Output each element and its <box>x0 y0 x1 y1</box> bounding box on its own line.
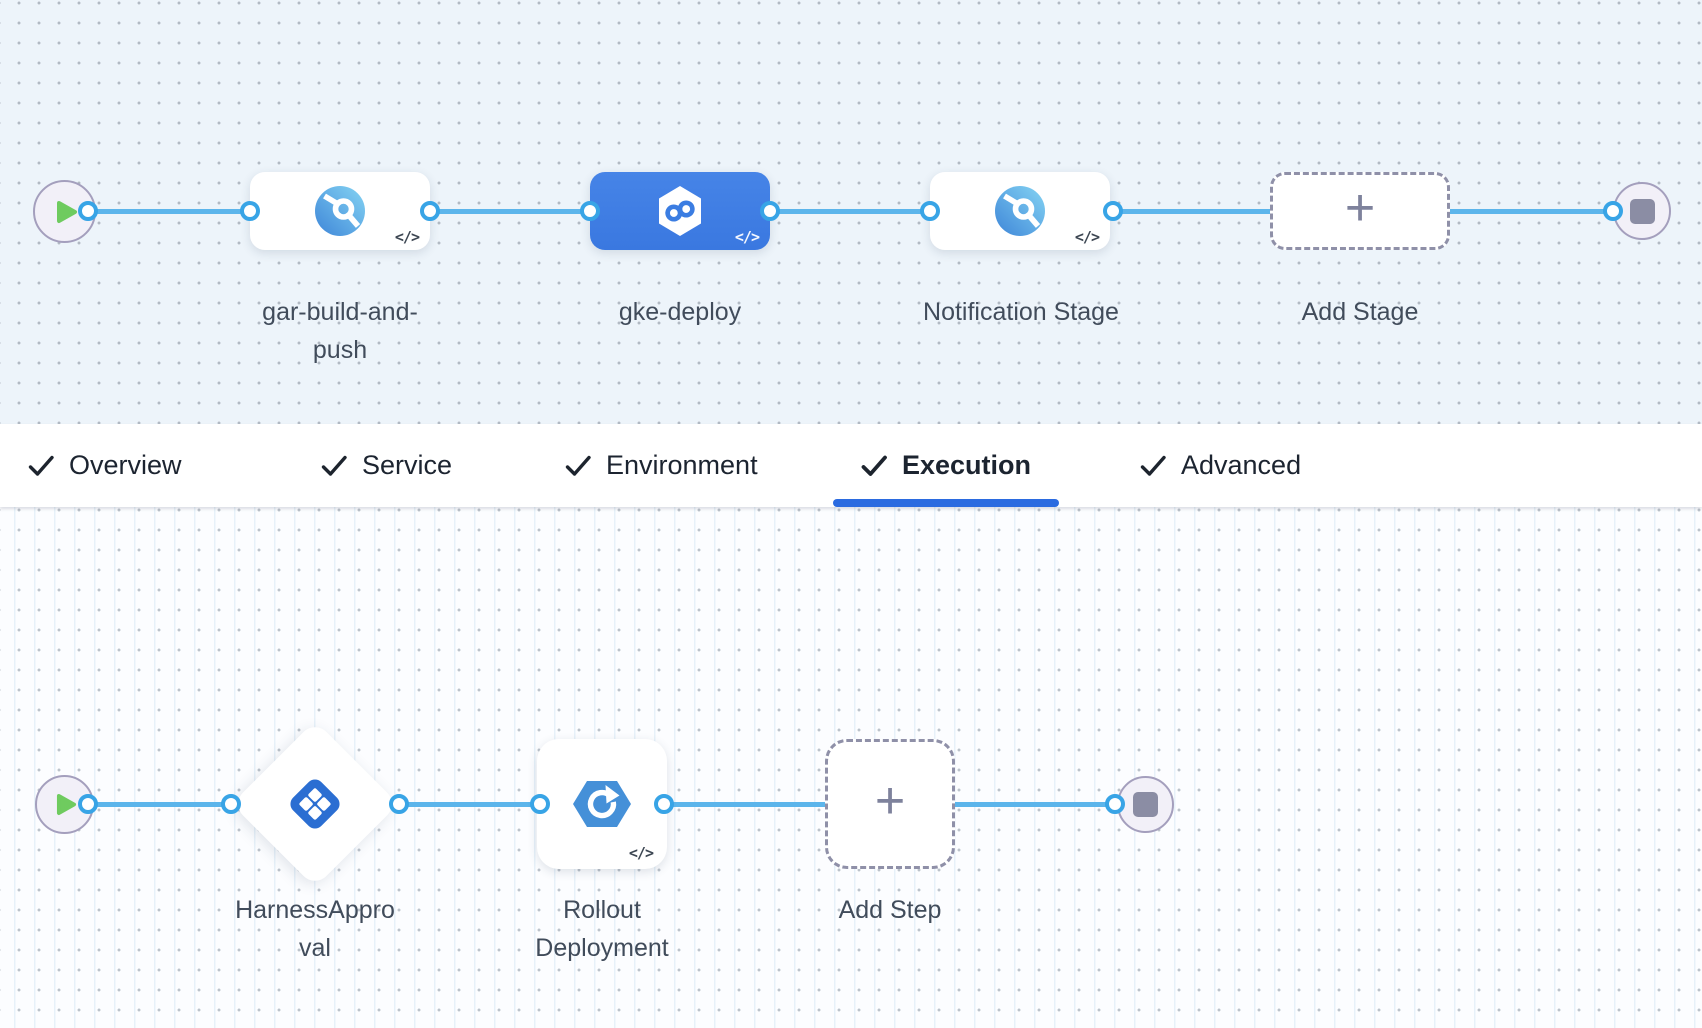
check-icon <box>1140 454 1167 478</box>
execution-graph-canvas: </> + HarnessApproval Rollout Deployment… <box>0 507 1702 1028</box>
stage-card-gke-deploy[interactable]: </> <box>590 172 770 250</box>
add-stage-label: Add Stage <box>1301 298 1419 326</box>
stop-icon <box>1629 198 1655 224</box>
pipeline-start-node <box>33 180 96 243</box>
port[interactable] <box>221 794 241 814</box>
add-stage-button[interactable]: + <box>1270 172 1450 250</box>
execution-end-node <box>1117 776 1174 833</box>
port[interactable] <box>240 201 260 221</box>
tab-environment[interactable]: Environment <box>537 424 786 507</box>
tab-label: Execution <box>902 450 1032 480</box>
tab-label: Overview <box>69 450 182 480</box>
port[interactable] <box>920 201 940 221</box>
stage-label: gar-build-and-push <box>262 298 418 364</box>
play-icon <box>56 793 77 816</box>
stop-icon <box>1133 792 1158 817</box>
play-icon <box>56 200 78 224</box>
check-icon <box>565 454 592 478</box>
plus-icon: + <box>1344 179 1376 237</box>
tab-label: Environment <box>606 450 758 480</box>
tab-execution[interactable]: Execution <box>833 424 1060 507</box>
deploy-stage-icon <box>656 185 704 237</box>
step-node-rollout-deployment[interactable]: </> <box>537 739 667 869</box>
k8s-rollout-icon <box>570 776 634 832</box>
tab-label: Advanced <box>1181 450 1302 480</box>
add-step-label: Add Step <box>838 896 942 924</box>
plus-icon: + <box>874 772 906 830</box>
stage-card-gar-build-and-push[interactable]: </> <box>250 172 430 250</box>
port[interactable] <box>78 794 98 814</box>
port[interactable] <box>1103 201 1123 221</box>
port[interactable] <box>389 794 409 814</box>
check-icon <box>28 454 55 478</box>
tab-label: Service <box>362 450 453 480</box>
port[interactable] <box>760 201 780 221</box>
stage-connector-line <box>88 209 1613 214</box>
port[interactable] <box>580 201 600 221</box>
step-node-harness-approval[interactable] <box>231 720 399 888</box>
stage-graph-canvas: </> </> <box>0 0 1702 424</box>
check-icon <box>321 454 348 478</box>
stage-config-tabbar: Overview Service Environment Execution A… <box>0 424 1702 507</box>
code-icon[interactable]: </> <box>734 228 760 246</box>
stage-label: Notification Stage <box>923 298 1119 326</box>
port[interactable] <box>654 794 674 814</box>
port[interactable] <box>530 794 550 814</box>
tab-overview[interactable]: Overview <box>0 424 210 507</box>
tab-service[interactable]: Service <box>293 424 480 507</box>
code-icon[interactable]: </> <box>394 228 420 246</box>
port[interactable] <box>420 201 440 221</box>
tab-advanced[interactable]: Advanced <box>1112 424 1329 507</box>
port[interactable] <box>1105 794 1125 814</box>
step-label: HarnessApproval <box>235 896 395 962</box>
code-icon[interactable]: </> <box>628 844 654 862</box>
port[interactable] <box>78 201 98 221</box>
custom-stage-icon <box>994 185 1046 237</box>
step-label: Rollout Deployment <box>535 896 669 962</box>
port[interactable] <box>1603 201 1623 221</box>
stage-card-notification-stage[interactable]: </> <box>930 172 1110 250</box>
build-stage-icon <box>314 185 366 237</box>
stage-label: gke-deploy <box>618 298 742 326</box>
add-step-button[interactable]: + <box>825 739 955 869</box>
code-icon[interactable]: </> <box>1074 228 1100 246</box>
check-icon <box>861 454 888 478</box>
